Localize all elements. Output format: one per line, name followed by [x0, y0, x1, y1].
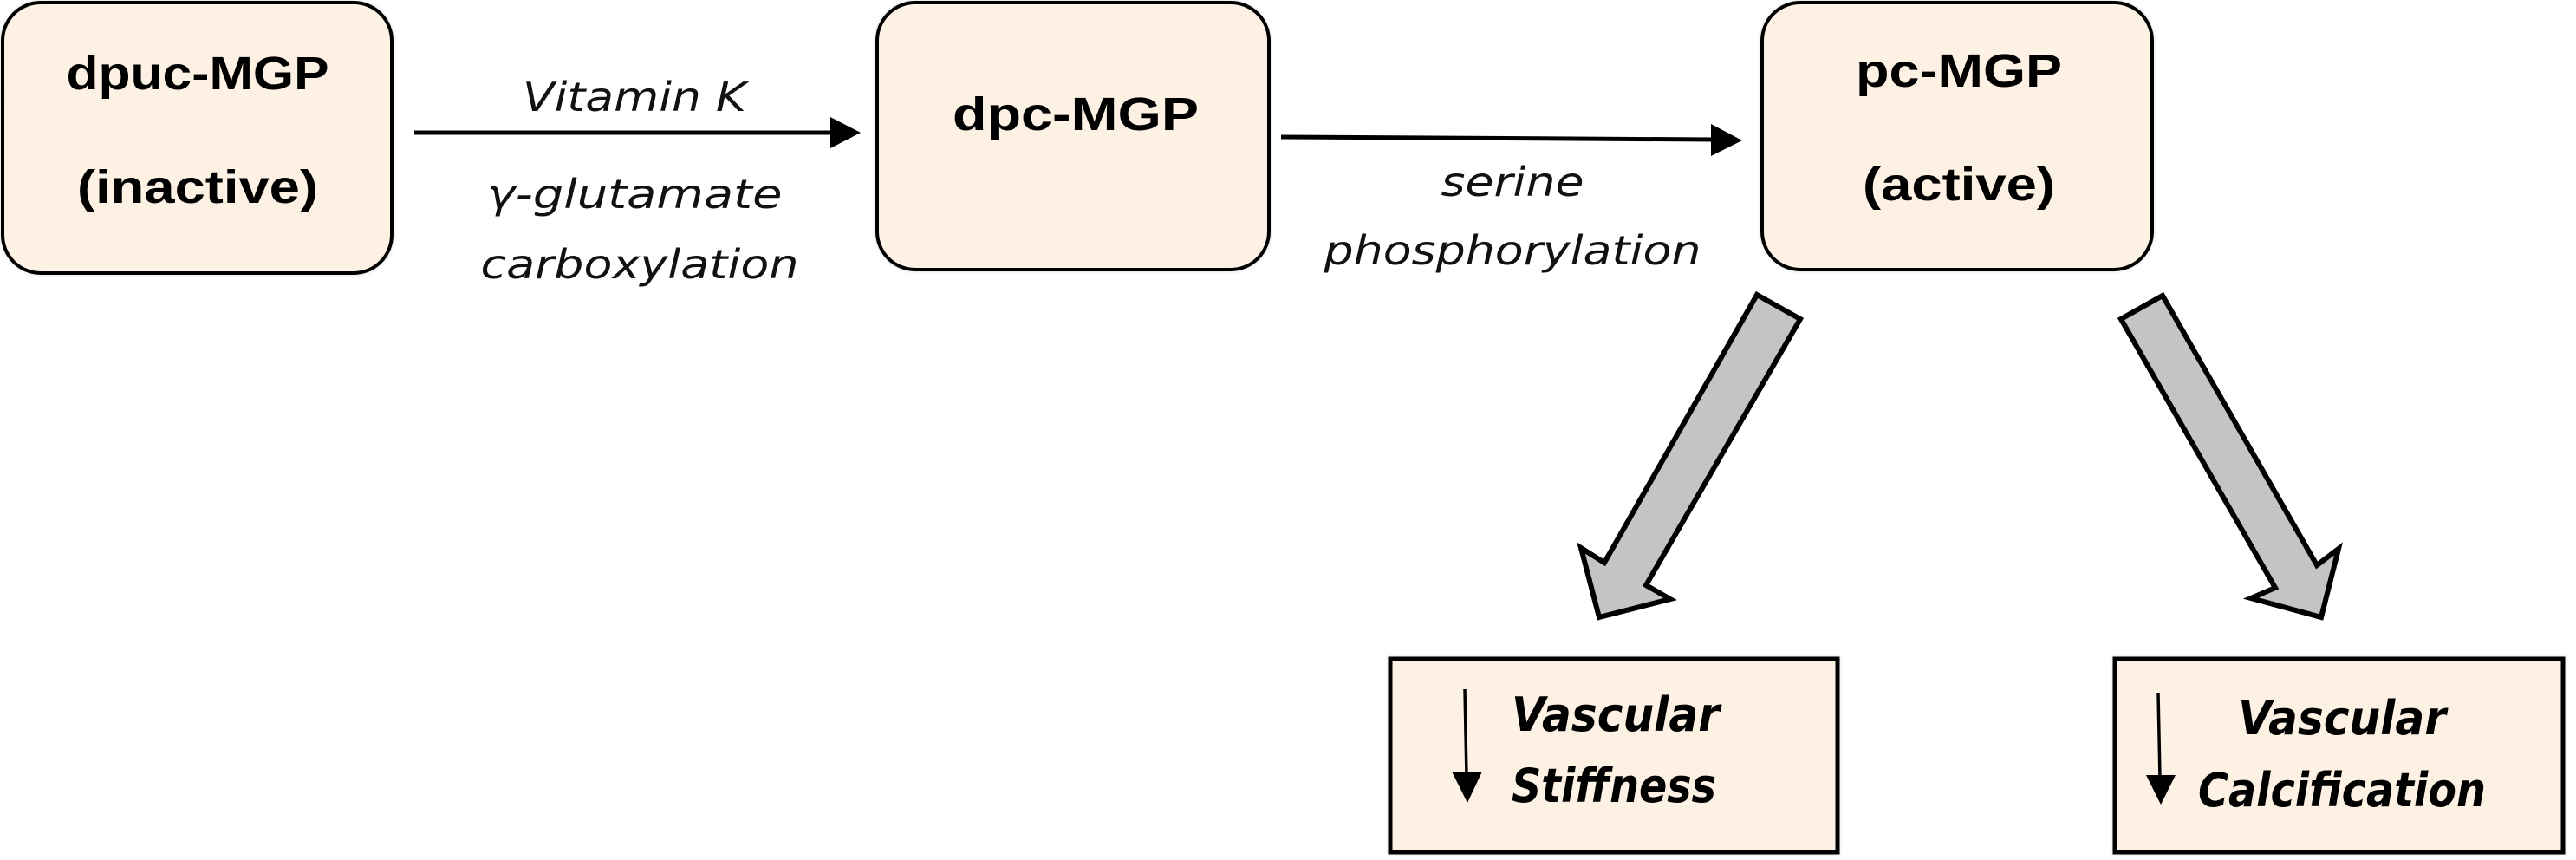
node-dpc-mgp: dpc-MGP [875, 1, 1271, 271]
outcome-vascular-calcification: Vascular Calcification [2112, 656, 2566, 855]
node-dpuc-mgp: dpuc-MGP (inactive) [1, 1, 394, 275]
node-label-state: (inactive) [77, 161, 318, 213]
block-arrow-calcification-icon [2117, 291, 2344, 621]
outcome-label-2: Stiffness [1512, 759, 1716, 813]
node-label-state: (active) [1863, 159, 2055, 211]
node-pc-mgp: pc-MGP (active) [1760, 1, 2154, 271]
edge-carboxylation: Vitamin K γ-glutamate carboxylation [414, 74, 861, 288]
arrowhead-icon [1711, 124, 1742, 156]
block-arrow-stiffness-icon [1577, 290, 1805, 621]
down-arrow-icon [2146, 692, 2176, 805]
down-arrow-icon [1452, 688, 1482, 803]
node-box [1, 1, 394, 275]
outcome-label-1: Vascular [1512, 687, 1722, 742]
node-label-name: dpc-MGP [953, 88, 1199, 140]
node-box [875, 1, 1271, 271]
outcome-vascular-stiffness: Vascular Stiffness [1388, 656, 1840, 855]
edge-phosphorylation: serine phosphorylation [1280, 124, 1742, 274]
outcome-label-1: Vascular [2238, 691, 2449, 746]
edge-label-process-1: serine [1441, 159, 1584, 205]
arrowhead-icon [830, 117, 861, 148]
edge-line [1280, 134, 1715, 142]
edge-label-process-2: phosphorylation [1323, 227, 1701, 274]
outcome-label-2: Calcification [2198, 763, 2486, 818]
edge-label-process-2: carboxylation [481, 241, 799, 288]
node-label-name: dpuc-MGP [67, 48, 329, 100]
edge-label-cofactor: Vitamin K [523, 74, 750, 121]
outcome-box [2112, 656, 2566, 855]
edge-label-process-1: γ-glutamate [487, 171, 783, 218]
node-label-name: pc-MGP [1856, 45, 2062, 97]
node-box [1760, 1, 2154, 271]
